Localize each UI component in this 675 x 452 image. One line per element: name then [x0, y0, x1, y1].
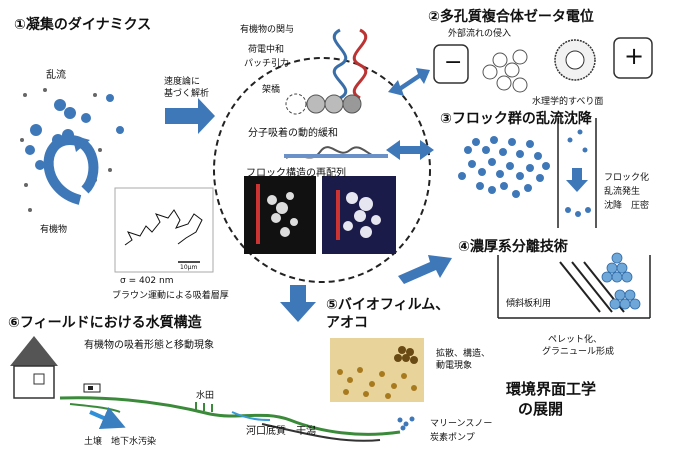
biofilm-colony	[394, 346, 418, 364]
rearrange-label: フロック構造の再配列	[246, 168, 346, 179]
relaxation-label: 分子吸着の動的緩和	[248, 128, 338, 139]
section2-title: ②多孔質複合体ゼータ電位	[428, 9, 594, 25]
groundwater-arrow	[89, 406, 126, 429]
scale-bar-left	[256, 184, 260, 244]
section3-title: ③フロック群の乱流沈降	[440, 111, 592, 127]
organic-label: 有機物	[40, 225, 68, 235]
section6-subtitle: 有機物の吸着形態と移動現象	[84, 340, 214, 351]
footer-line-2: の展開	[518, 400, 564, 418]
footer-line-1: 環境界面工学	[506, 380, 597, 398]
turbulence-arrowhead	[72, 135, 90, 152]
settling-arrow	[566, 168, 588, 192]
arrow-down-biofilm	[280, 285, 316, 322]
slip-plane-label: 水理学的すべり面	[532, 97, 604, 107]
brownian-trace-box	[114, 187, 214, 273]
column-flocs	[565, 129, 591, 217]
turbulence-label: 乱流	[46, 70, 66, 81]
floc-cloud-s3	[458, 136, 550, 198]
inflow-label: 外部流れの侵入	[448, 29, 512, 39]
rice-plants	[195, 402, 213, 412]
double-arrow-zeta	[388, 68, 430, 96]
section1-title: ①凝集のダイナミクス	[14, 17, 152, 33]
inclined-plate-label: 傾斜板利用	[506, 299, 552, 309]
center-dashed-circle	[213, 57, 431, 283]
minus-sign: −	[444, 50, 463, 75]
section6-title: ⑥フィールドにおける水質構造	[8, 315, 202, 331]
settling-note-3: 沈降 圧密	[604, 201, 650, 211]
biofilm-note-2: 動電現象	[436, 361, 473, 371]
patch-attraction-label: パッチ引力	[244, 59, 290, 69]
section4-title: ④濃厚系分離技術	[458, 239, 568, 255]
brownian-caption: ブラウン運動による吸着層厚	[112, 291, 229, 301]
brownian-trace	[124, 209, 203, 246]
theory-line2: 基づく解析	[164, 89, 210, 99]
section5-title-1: ⑤バイオフィルム、	[326, 297, 450, 313]
section5-title-2: アオコ	[326, 315, 368, 331]
organic-role-label: 有機物の関与	[240, 25, 295, 35]
marine-snow-label-1: マリーンスノー	[430, 419, 493, 429]
double-arrow-settling	[386, 140, 434, 160]
settling-note-1: フロック化	[604, 173, 650, 183]
soil-label: 土壌 地下水汚染	[84, 437, 157, 447]
minus-electrode-box	[433, 44, 469, 84]
charge-neutral-label: 荷電中和	[248, 45, 285, 55]
porous-core	[565, 50, 585, 70]
adsorption-surface	[284, 154, 388, 158]
polymer-helix	[332, 28, 368, 100]
scale-bar-right	[336, 190, 340, 240]
bridging-spheres	[285, 93, 362, 115]
floc-particles-s1	[25, 94, 124, 170]
theory-line1: 速度論に	[164, 77, 201, 87]
floc-image-right-texture	[343, 192, 381, 238]
particle-size-label: σ = 402 nm	[120, 276, 174, 286]
granule-pellets	[601, 252, 641, 310]
pellet-label-1: ペレット化、	[548, 335, 603, 345]
ground-slope	[69, 403, 121, 413]
cows	[83, 383, 101, 393]
porous-particle-left	[482, 49, 528, 93]
ground-line	[59, 396, 401, 436]
plus-sign: +	[624, 42, 645, 70]
arrow-to-dense-separation	[398, 255, 452, 284]
paddy-label: 水田	[196, 391, 215, 401]
estuary-label: 河口底質 干潟	[246, 426, 316, 437]
arrow-analysis-to-center	[165, 98, 215, 134]
biofilm-cells	[337, 367, 417, 399]
house	[10, 336, 58, 399]
marine-snow-label-2: 炭素ポンプ	[430, 433, 475, 443]
river-flow	[231, 411, 271, 421]
plus-electrode-box	[613, 37, 653, 79]
pellet-label-2: グラニュール形成	[542, 347, 615, 357]
settling-note-2: 乱流発生	[604, 187, 641, 197]
floc-image-left-texture	[267, 192, 298, 237]
biofilm-note-1: 拡散、構造、	[436, 349, 491, 359]
estuary-sediment-line	[261, 423, 381, 442]
marine-snow	[397, 416, 415, 431]
turbulence-curve-arrow	[43, 134, 99, 205]
bridging-label: 架橋	[262, 85, 281, 95]
micro-scale-label: 10μm	[180, 264, 198, 271]
